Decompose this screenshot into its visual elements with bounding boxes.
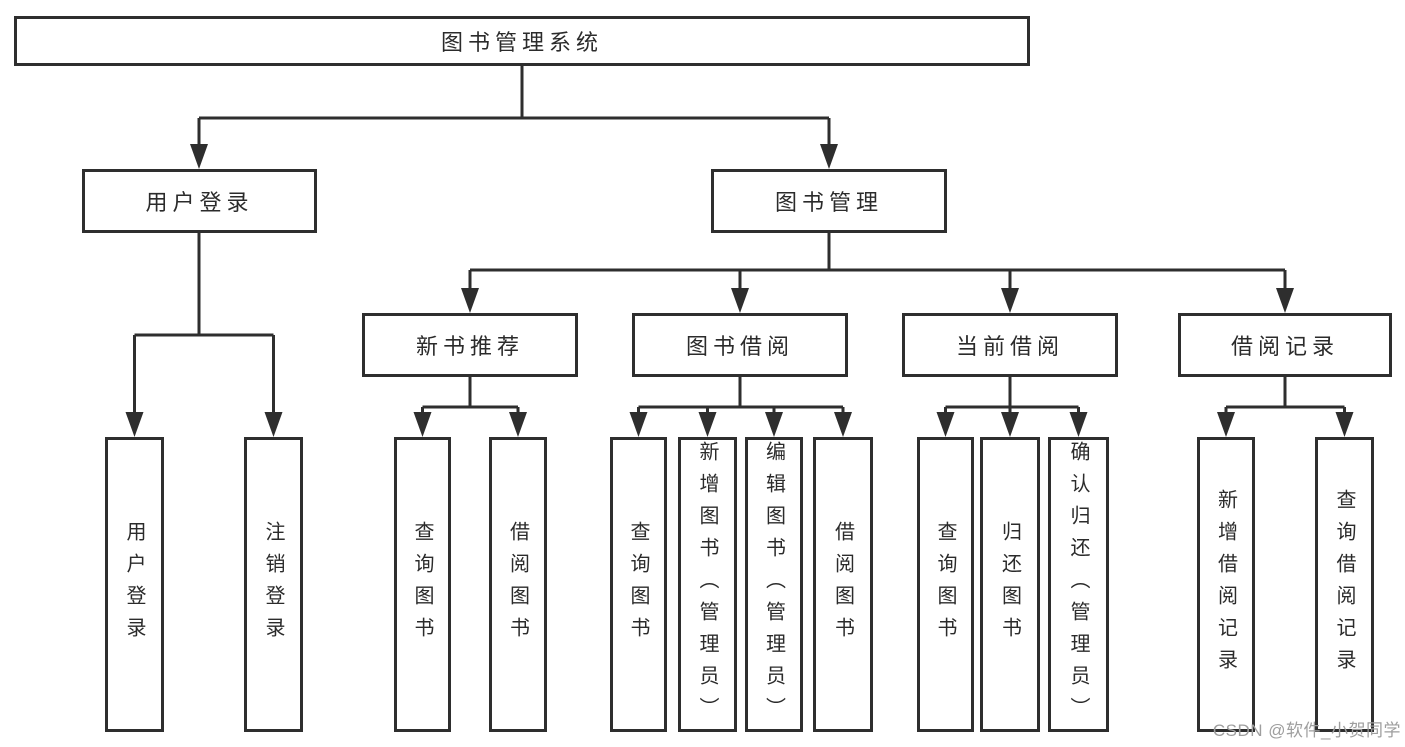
node-label: 借阅图书 (831, 520, 854, 649)
node-new-book-recommendation: 新书推荐 (362, 313, 578, 377)
node-label: 查询图书 (411, 520, 433, 649)
leaf-borrow-books-2: 借阅图书 (813, 437, 873, 732)
node-label: 图书借阅 (685, 334, 794, 359)
leaf-user-login: 用户登录 (105, 437, 164, 732)
node-label: 用户登录 (145, 190, 254, 215)
leaf-query-books-2: 查询图书 (610, 437, 667, 732)
leaf-return-books: 归还图书 (980, 437, 1040, 732)
node-current-borrowing: 当前借阅 (902, 313, 1118, 377)
node-label: 用户登录 (123, 520, 145, 649)
node-label: 图书管理 (774, 190, 883, 215)
leaf-add-borrow-record: 新增借阅记录 (1197, 437, 1255, 732)
leaf-borrow-books-1: 借阅图书 (489, 437, 547, 732)
node-label: 归还图书 (998, 520, 1021, 649)
leaf-query-books-1: 查询图书 (394, 437, 451, 732)
leaf-query-books-3: 查询图书 (917, 437, 974, 732)
node-user-login: 用户登录 (82, 169, 317, 233)
csdn-watermark: CSDN @软件_小贺同学 (1212, 721, 1401, 740)
node-label: 查询图书 (934, 520, 956, 649)
leaf-logout: 注销登录 (244, 437, 303, 732)
node-label: 图书管理系统 (440, 30, 603, 55)
node-borrowing-records: 借阅记录 (1178, 313, 1392, 377)
node-label: 新书推荐 (415, 334, 524, 359)
leaf-add-book-admin: 新增图书（管理员） (678, 437, 737, 732)
node-label: 借阅记录 (1230, 334, 1339, 359)
node-label: 新增借阅记录 (1214, 488, 1237, 681)
leaf-confirm-return-admin: 确认归还（管理员） (1048, 437, 1109, 732)
leaf-query-borrow-record: 查询借阅记录 (1315, 437, 1374, 732)
node-label: 当前借阅 (955, 334, 1064, 359)
node-library-management-system: 图书管理系统 (14, 16, 1030, 66)
node-label: 查询图书 (627, 520, 649, 649)
node-book-borrowing: 图书借阅 (632, 313, 848, 377)
node-label: 借阅图书 (506, 520, 529, 649)
node-label: 注销登录 (262, 520, 284, 649)
node-book-management: 图书管理 (711, 169, 947, 233)
node-label: 查询借阅记录 (1333, 488, 1355, 681)
leaf-edit-book-admin: 编辑图书（管理员） (745, 437, 803, 732)
node-label: 编辑图书（管理员） (762, 440, 785, 729)
node-label: 确认归还（管理员） (1067, 440, 1089, 729)
node-label: 新增图书（管理员） (696, 440, 718, 729)
